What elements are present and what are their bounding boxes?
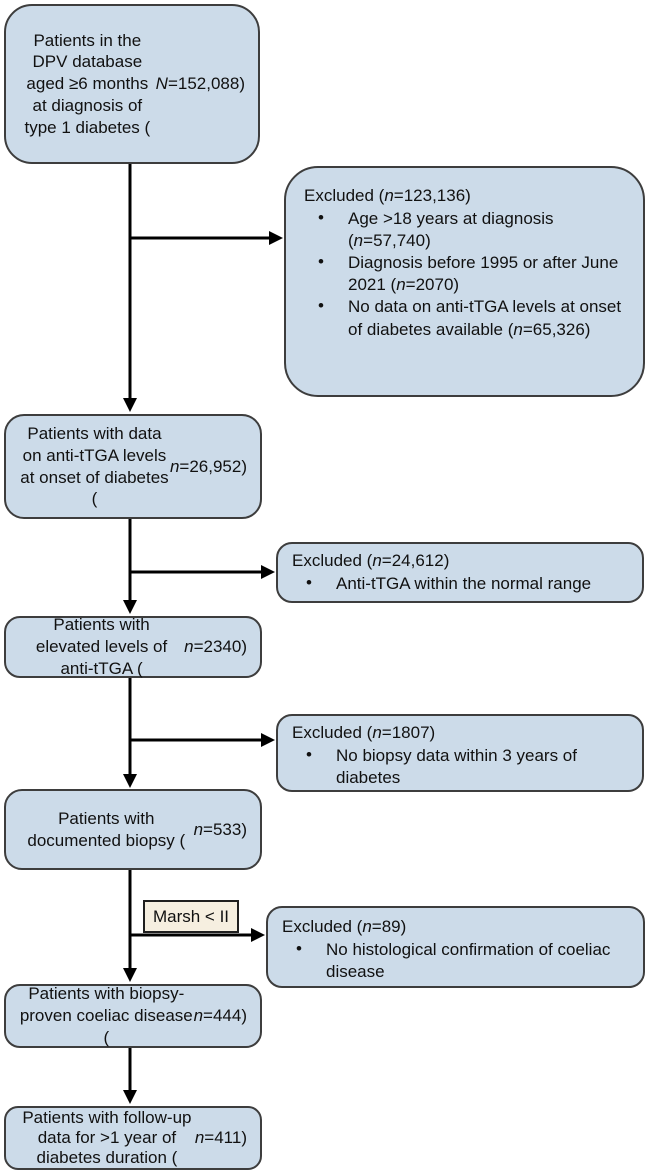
- branch-label-marsh: Marsh < II: [143, 900, 239, 933]
- arrowhead-right-1: [269, 231, 283, 245]
- excluded-box-3: Excluded (n=1807) No biopsy data within …: [276, 714, 644, 792]
- excluded-box-4: Excluded (n=89) No histological confirma…: [266, 906, 645, 988]
- box-anti-ttga-data: Patients with data on anti-tTGA levels a…: [4, 414, 262, 519]
- arrowhead-right-4: [251, 928, 265, 942]
- box-follow-up: Patients with follow-up data for >1 year…: [4, 1106, 262, 1170]
- excluded-title: Excluded (n=89): [282, 917, 407, 936]
- excluded-title: Excluded (n=123,136): [304, 186, 471, 205]
- excluded-box-2: Excluded (n=24,612) Anti-tTGA within the…: [276, 542, 644, 603]
- box-elevated-anti-ttga: Patients with elevated levels of anti-tT…: [4, 615, 262, 678]
- excluded-bullet: Anti-tTGA within the normal range: [292, 572, 628, 595]
- arrowhead-down-5: [123, 1090, 137, 1104]
- box-documented-biopsy: Patients with documented biopsy (n=533): [4, 789, 262, 870]
- excluded-bullet: No histological confirmation of coeliac …: [282, 938, 631, 983]
- excluded-bullet-list: Anti-tTGA within the normal range: [292, 572, 628, 595]
- excluded-bullet-list: No histological confirmation of coeliac …: [282, 938, 631, 983]
- arrowhead-down-2: [123, 600, 137, 614]
- arrowhead-down-4: [123, 968, 137, 982]
- excluded-title: Excluded (n=1807): [292, 723, 436, 742]
- excluded-bullet-list: Age >18 years at diagnosis (n=57,740) Di…: [304, 207, 627, 341]
- arrowhead-right-2: [261, 565, 275, 579]
- box-dpv-database: Patients in the DPV database aged ≥6 mon…: [4, 4, 260, 164]
- arrowhead-down-3: [123, 774, 137, 788]
- arrowhead-down-1: [123, 398, 137, 412]
- excluded-bullet: No data on anti-tTGA levels at onset of …: [304, 295, 627, 340]
- excluded-bullet-list: No biopsy data within 3 years of diabete…: [292, 744, 628, 789]
- excluded-title: Excluded (n=24,612): [292, 551, 450, 570]
- excluded-bullet: Diagnosis before 1995 or after June 2021…: [304, 251, 627, 296]
- excluded-bullet: Age >18 years at diagnosis (n=57,740): [304, 207, 627, 252]
- arrowhead-right-3: [261, 733, 275, 747]
- excluded-box-1: Excluded (n=123,136) Age >18 years at di…: [284, 166, 645, 397]
- box-biopsy-proven-cd: Patients with biopsy-proven coeliac dise…: [4, 984, 262, 1048]
- excluded-bullet: No biopsy data within 3 years of diabete…: [292, 744, 628, 789]
